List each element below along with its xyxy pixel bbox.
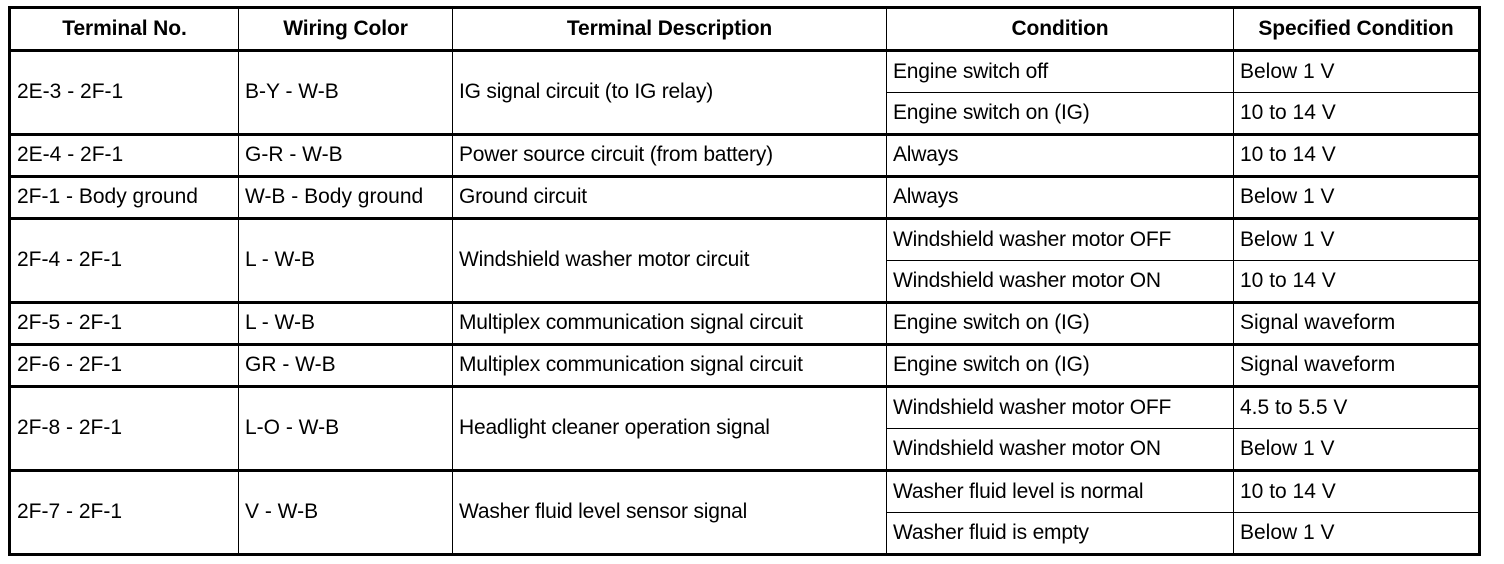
cell-condition: Windshield washer motor OFF bbox=[886, 217, 1234, 261]
cell-terminal-no: 2F-7 - 2F-1 bbox=[9, 469, 239, 555]
cell-condition: Always bbox=[886, 133, 1234, 177]
cell-wiring-color: G-R - W-B bbox=[238, 133, 453, 177]
table-header: Terminal No. Wiring Color Terminal Descr… bbox=[9, 7, 1480, 51]
cell-specified-condition: 10 to 14 V bbox=[1233, 260, 1480, 303]
cell-condition: Washer fluid is empty bbox=[886, 512, 1234, 555]
cell-condition: Engine switch on (IG) bbox=[886, 301, 1234, 345]
cell-wiring-color: B-Y - W-B bbox=[238, 49, 453, 135]
cell-terminal-description: Multiplex communication signal circuit bbox=[452, 301, 887, 345]
cell-wiring-color: L-O - W-B bbox=[238, 385, 453, 471]
column-header-condition: Condition bbox=[886, 7, 1234, 51]
cell-terminal-description: Ground circuit bbox=[452, 175, 887, 219]
cell-condition: Engine switch off bbox=[886, 49, 1234, 93]
cell-wiring-color: L - W-B bbox=[238, 301, 453, 345]
cell-specified-condition: Below 1 V bbox=[1233, 49, 1480, 93]
cell-wiring-color: GR - W-B bbox=[238, 343, 453, 387]
cell-terminal-description: Headlight cleaner operation signal bbox=[452, 385, 887, 471]
cell-condition: Engine switch on (IG) bbox=[886, 343, 1234, 387]
cell-terminal-description: Power source circuit (from battery) bbox=[452, 133, 887, 177]
cell-terminal-no: 2F-1 - Body ground bbox=[9, 175, 239, 219]
cell-wiring-color: W-B - Body ground bbox=[238, 175, 453, 219]
column-header-terminal-no: Terminal No. bbox=[9, 7, 239, 51]
cell-condition: Engine switch on (IG) bbox=[886, 92, 1234, 135]
cell-condition: Windshield washer motor ON bbox=[886, 428, 1234, 471]
cell-wiring-color: V - W-B bbox=[238, 469, 453, 555]
cell-specified-condition: 10 to 14 V bbox=[1233, 92, 1480, 135]
cell-specified-condition: Below 1 V bbox=[1233, 428, 1480, 471]
cell-terminal-description: Multiplex communication signal circuit bbox=[452, 343, 887, 387]
terminal-specification-table: Terminal No. Wiring Color Terminal Descr… bbox=[8, 6, 1481, 556]
cell-terminal-no: 2F-8 - 2F-1 bbox=[9, 385, 239, 471]
header-row: Terminal No. Wiring Color Terminal Descr… bbox=[9, 7, 1480, 51]
cell-specified-condition: 10 to 14 V bbox=[1233, 133, 1480, 177]
cell-specified-condition: Below 1 V bbox=[1233, 512, 1480, 555]
cell-specified-condition: Below 1 V bbox=[1233, 175, 1480, 219]
cell-terminal-description: IG signal circuit (to IG relay) bbox=[452, 49, 887, 135]
column-header-specified-condition: Specified Condition bbox=[1233, 7, 1480, 51]
cell-condition: Always bbox=[886, 175, 1234, 219]
column-header-terminal-description: Terminal Description bbox=[452, 7, 887, 51]
cell-terminal-no: 2F-5 - 2F-1 bbox=[9, 301, 239, 345]
cell-terminal-no: 2F-6 - 2F-1 bbox=[9, 343, 239, 387]
cell-specified-condition: Signal waveform bbox=[1233, 343, 1480, 387]
cell-specified-condition: Below 1 V bbox=[1233, 217, 1480, 261]
table-row: Engine switch on (IG)10 to 14 V bbox=[10, 92, 1480, 135]
cell-condition: Washer fluid level is normal bbox=[886, 469, 1234, 513]
cell-terminal-description: Washer fluid level sensor signal bbox=[452, 469, 887, 555]
cell-wiring-color: L - W-B bbox=[238, 217, 453, 303]
cell-specified-condition: 10 to 14 V bbox=[1233, 469, 1480, 513]
cell-specified-condition: 4.5 to 5.5 V bbox=[1233, 385, 1480, 429]
cell-terminal-no: 2E-4 - 2F-1 bbox=[9, 133, 239, 177]
column-header-wiring-color: Wiring Color bbox=[238, 7, 453, 51]
cell-terminal-no: 2F-4 - 2F-1 bbox=[9, 217, 239, 303]
cell-condition: Windshield washer motor ON bbox=[886, 260, 1234, 303]
cell-terminal-description: Windshield washer motor circuit bbox=[452, 217, 887, 303]
cell-specified-condition: Signal waveform bbox=[1233, 301, 1480, 345]
cell-terminal-no: 2E-3 - 2F-1 bbox=[9, 49, 239, 135]
cell-condition: Windshield washer motor OFF bbox=[886, 385, 1234, 429]
